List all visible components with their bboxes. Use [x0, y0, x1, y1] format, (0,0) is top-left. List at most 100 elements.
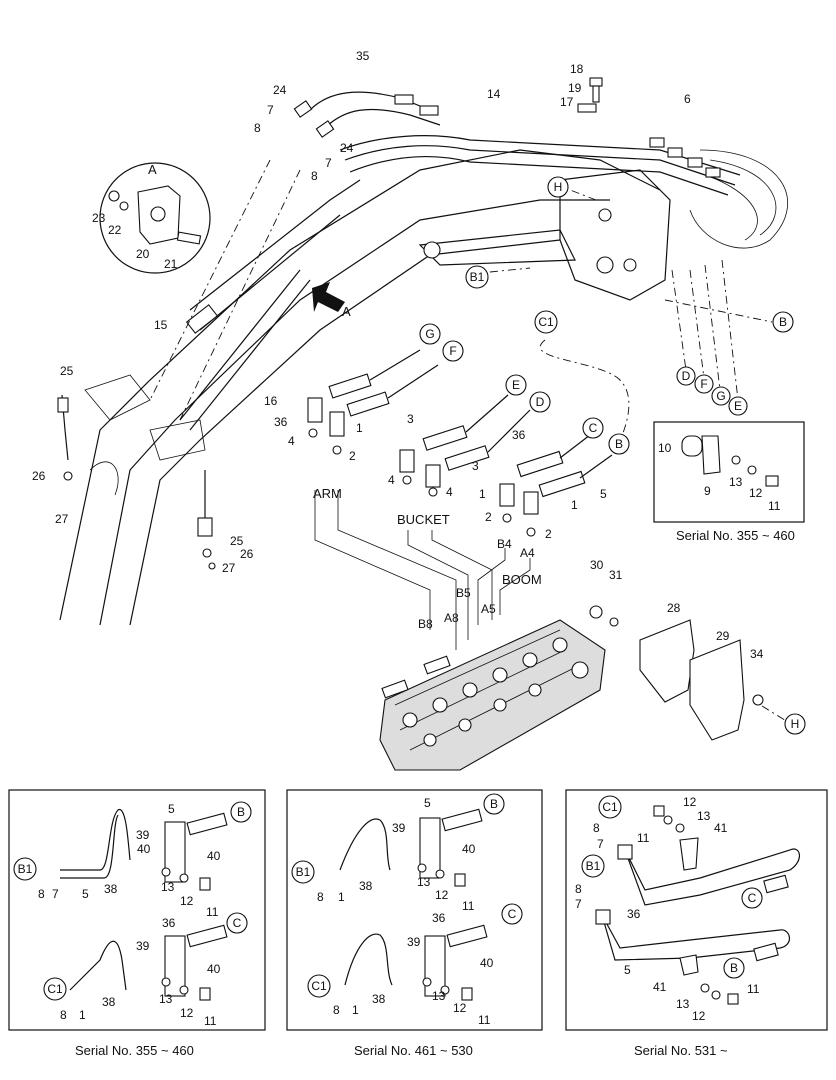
svg-text:1: 1: [479, 487, 486, 501]
svg-text:7: 7: [575, 897, 582, 911]
port-label-a5: A5: [481, 602, 496, 616]
svg-text:39: 39: [136, 939, 150, 953]
svg-text:B1: B1: [296, 865, 311, 879]
port-label-b4: B4: [497, 537, 512, 551]
svg-text:B1: B1: [470, 270, 485, 284]
marker-e: E: [505, 374, 527, 396]
svg-text:12: 12: [749, 486, 763, 500]
svg-text:11: 11: [637, 831, 650, 845]
svg-text:34: 34: [750, 647, 764, 661]
port-label-b8: B8: [418, 617, 433, 631]
svg-text:F: F: [449, 344, 456, 358]
svg-text:2: 2: [485, 510, 492, 524]
svg-text:12: 12: [180, 1006, 194, 1020]
svg-text:13: 13: [159, 992, 173, 1006]
svg-text:8: 8: [311, 169, 318, 183]
svg-text:13: 13: [417, 875, 431, 889]
bucket-label: BUCKET: [397, 512, 450, 527]
boom-label: BOOM: [502, 572, 542, 587]
svg-text:16: 16: [264, 394, 278, 408]
svg-text:2: 2: [545, 527, 552, 541]
svg-text:7: 7: [597, 837, 604, 851]
marker-c: C: [582, 417, 604, 439]
svg-text:C1: C1: [538, 315, 554, 329]
svg-text:5: 5: [168, 802, 175, 816]
svg-text:12: 12: [683, 795, 697, 809]
svg-text:H: H: [554, 180, 563, 194]
svg-text:1: 1: [356, 421, 363, 435]
marker-c1-p3: C1: [598, 795, 622, 819]
svg-text:41: 41: [714, 821, 728, 835]
marker-b1-p2: B1: [291, 860, 315, 884]
svg-text:C: C: [589, 421, 598, 435]
svg-text:29: 29: [716, 629, 730, 643]
svg-text:18: 18: [570, 62, 584, 76]
svg-text:14: 14: [487, 87, 501, 101]
detail-label-group: A: [148, 162, 157, 177]
view-a-label: A: [342, 304, 351, 319]
svg-text:35: 35: [356, 49, 370, 63]
panel-2-caption: Serial No. 461 ~ 530: [354, 1043, 473, 1058]
svg-text:F: F: [700, 377, 707, 391]
marker-c-p3: C: [741, 887, 763, 909]
svg-text:36: 36: [512, 428, 526, 442]
marker-b: B: [608, 433, 630, 455]
svg-text:7: 7: [52, 887, 59, 901]
panel-1-labels: B1 C1 B C 8 7 5 38 5 39 40 40 13 12 11 3…: [13, 801, 252, 1058]
svg-text:C: C: [748, 891, 757, 905]
svg-text:26: 26: [240, 547, 254, 561]
boom-assembly: [57, 77, 789, 626]
svg-text:H: H: [791, 717, 800, 731]
svg-text:4: 4: [446, 485, 453, 499]
svg-text:1: 1: [79, 1008, 86, 1022]
svg-text:12: 12: [435, 888, 449, 902]
svg-text:5: 5: [82, 887, 89, 901]
marker-c1-p2: C1: [307, 974, 331, 998]
svg-text:G: G: [716, 389, 725, 403]
svg-text:24: 24: [340, 141, 354, 155]
svg-text:D: D: [682, 369, 691, 383]
part-number-callouts: 35 14 18 19 17 6 24 7 8 24 7 8 23 22 20 …: [32, 49, 764, 661]
svg-text:30: 30: [590, 558, 604, 572]
marker-h-lower: H: [784, 713, 806, 735]
view-label-a: A: [342, 304, 351, 319]
panel-1-graphics: [8, 789, 266, 1031]
svg-text:38: 38: [104, 882, 118, 896]
svg-text:3: 3: [407, 412, 414, 426]
svg-text:40: 40: [207, 962, 221, 976]
svg-text:2: 2: [349, 449, 356, 463]
svg-text:E: E: [512, 378, 520, 392]
svg-text:11: 11: [768, 499, 781, 513]
svg-text:C1: C1: [47, 982, 63, 996]
svg-text:13: 13: [729, 475, 743, 489]
marker-g: G: [419, 323, 441, 345]
svg-text:C: C: [508, 907, 517, 921]
svg-text:3: 3: [472, 459, 479, 473]
marker-d-lower: D: [676, 366, 696, 386]
svg-text:25: 25: [230, 534, 244, 548]
svg-text:13: 13: [697, 809, 711, 823]
panel-1-caption: Serial No. 355 ~ 460: [75, 1043, 194, 1058]
marker-f: F: [442, 340, 464, 362]
panel-3-caption: Serial No. 531 ~: [634, 1043, 728, 1058]
svg-text:40: 40: [137, 842, 151, 856]
svg-text:4: 4: [388, 473, 395, 487]
svg-text:11: 11: [462, 899, 475, 913]
svg-text:8: 8: [317, 890, 324, 904]
svg-text:39: 39: [392, 821, 406, 835]
svg-text:C1: C1: [602, 800, 618, 814]
svg-text:39: 39: [136, 828, 150, 842]
svg-text:8: 8: [60, 1008, 67, 1022]
marker-d: D: [529, 391, 551, 413]
svg-text:1: 1: [352, 1003, 359, 1017]
svg-text:5: 5: [600, 487, 607, 501]
svg-text:31: 31: [609, 568, 623, 582]
svg-text:G: G: [425, 327, 434, 341]
svg-text:8: 8: [38, 887, 45, 901]
svg-text:38: 38: [359, 879, 373, 893]
svg-text:1: 1: [338, 890, 345, 904]
svg-text:27: 27: [55, 512, 69, 526]
svg-text:8: 8: [333, 1003, 340, 1017]
